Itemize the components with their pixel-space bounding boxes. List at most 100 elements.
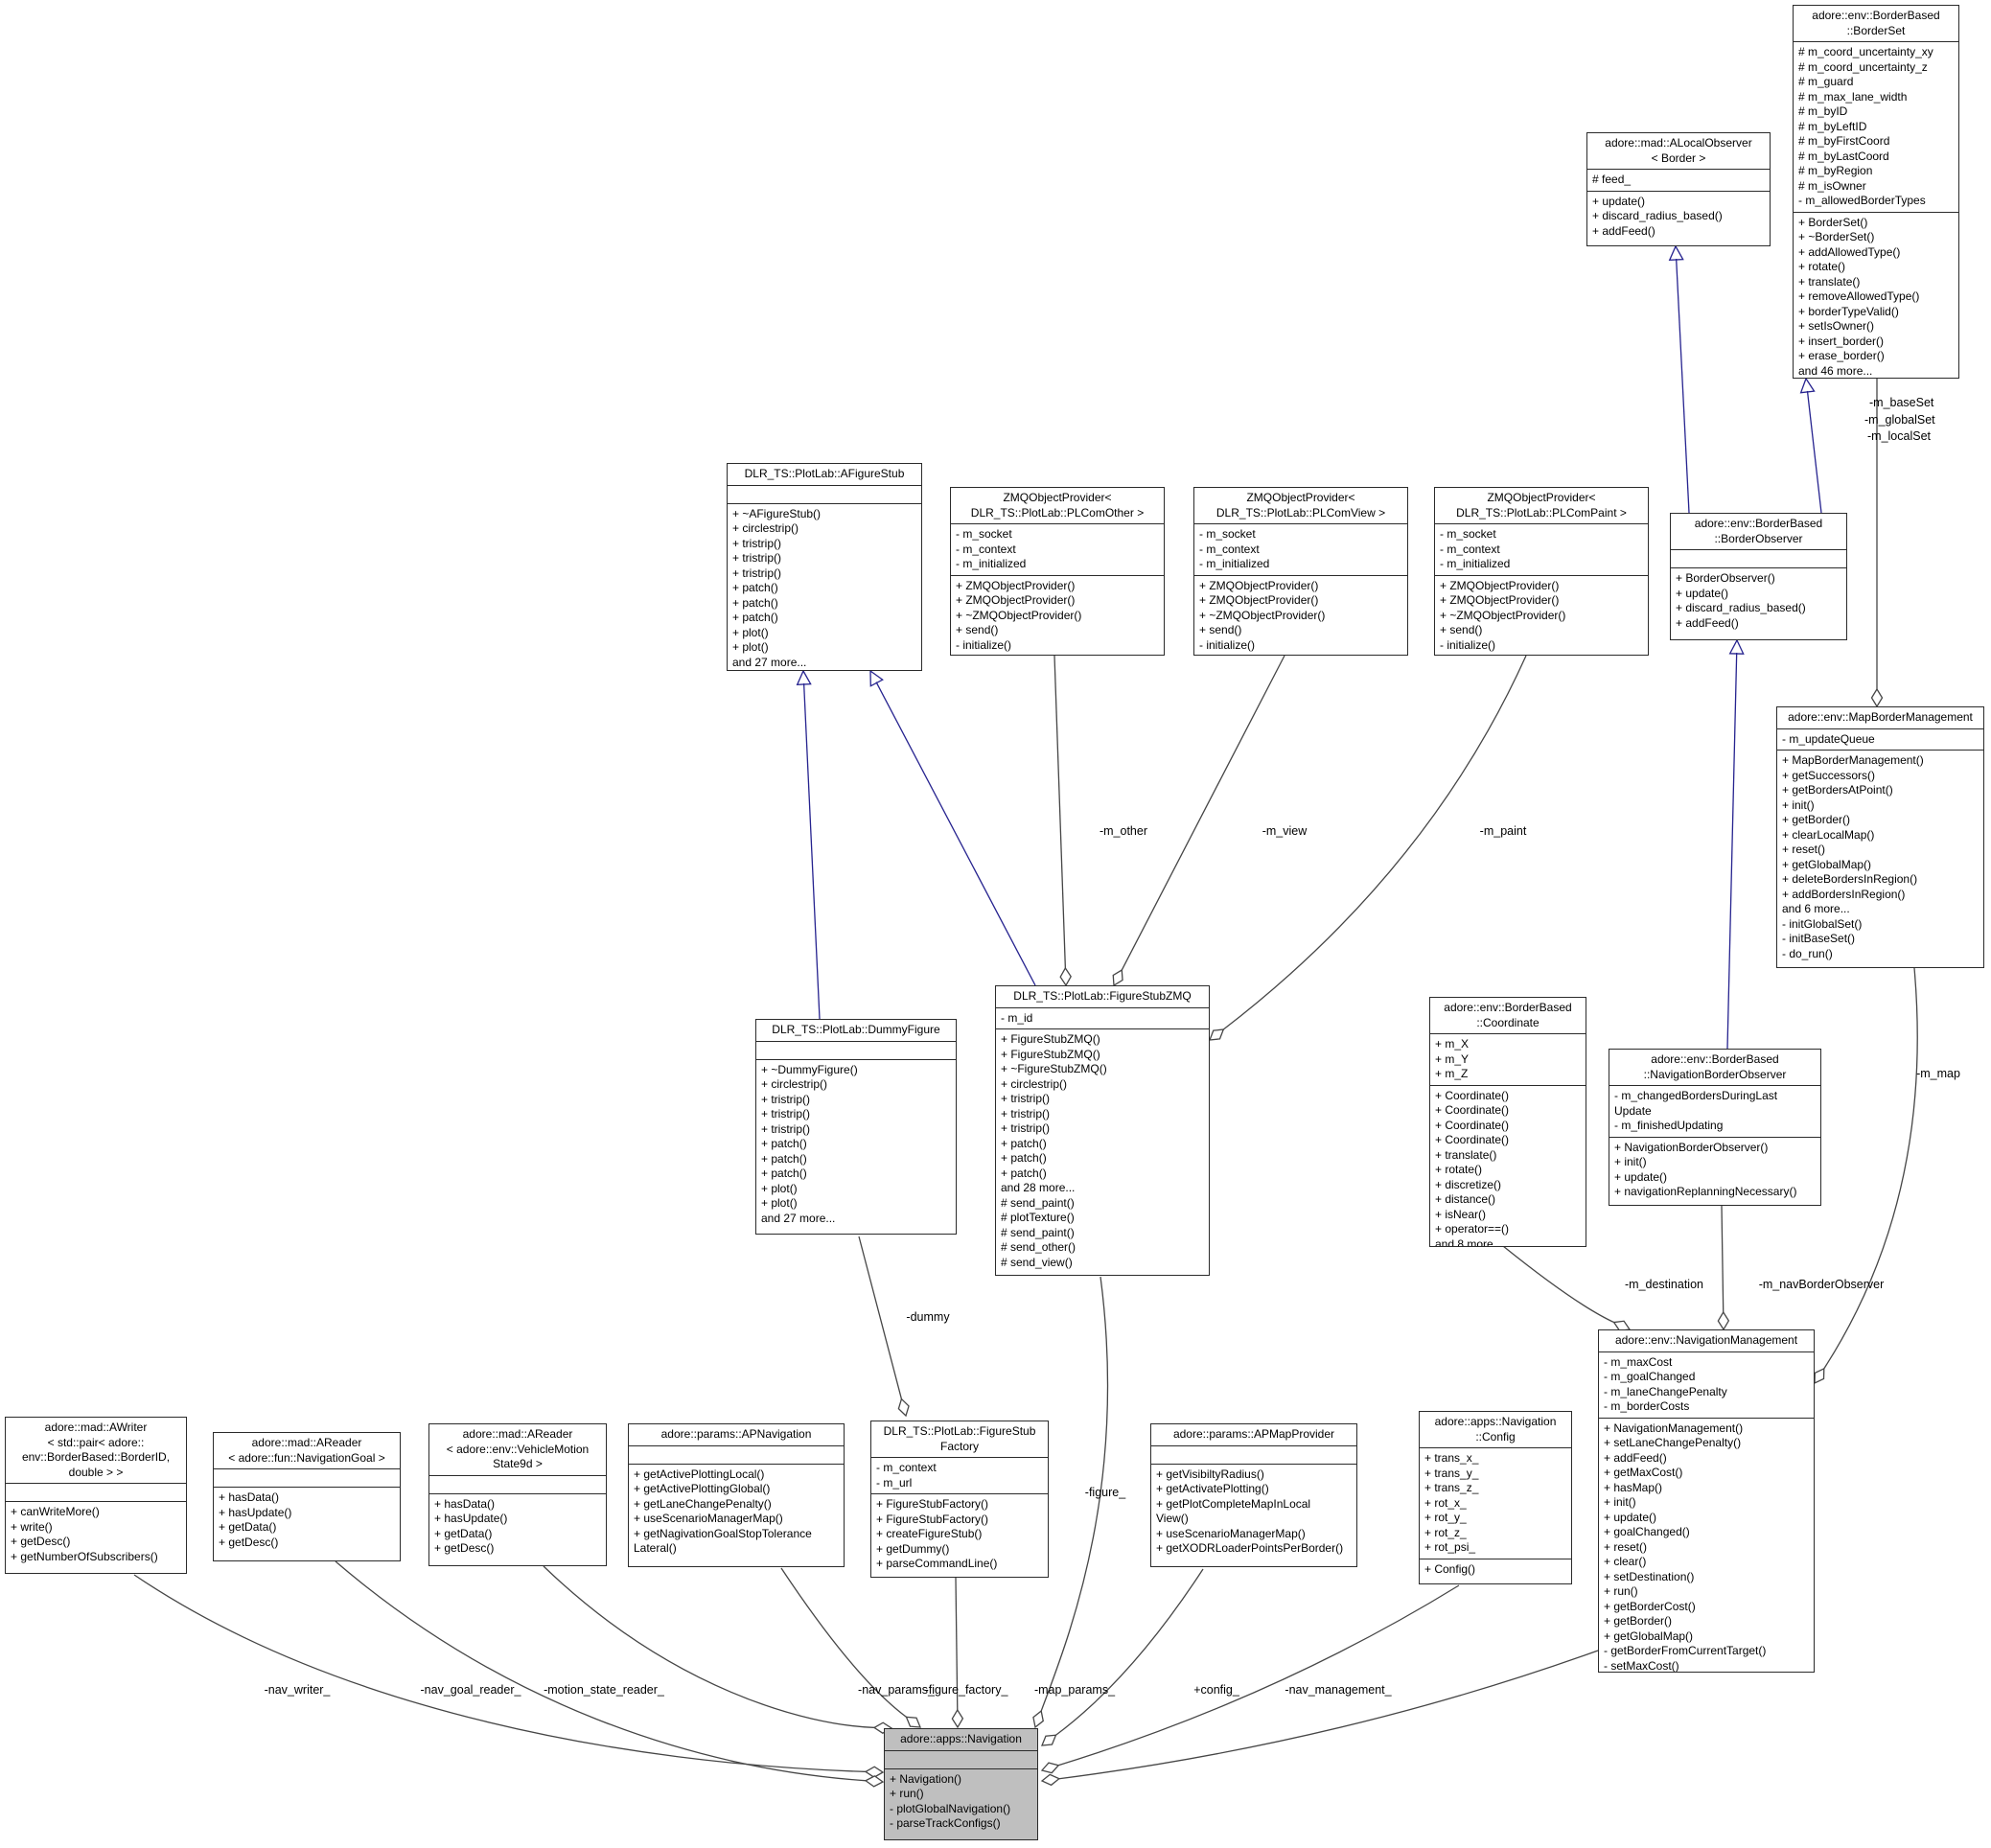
class-box-ap-map-provider[interactable]: adore::params::APMapProvider+ getVisibil… <box>1150 1423 1357 1567</box>
navigation-management-methods-line: + getGlobalMap() <box>1604 1629 1694 1643</box>
class-box-coordinate[interactable]: adore::env::BorderBased::Coordinate+ m_X… <box>1429 997 1586 1247</box>
edge-figure-factory <box>955 1577 959 1712</box>
map-border-management-methods-line: + MapBorderManagement() <box>1782 753 1924 767</box>
class-box-map-border-management[interactable]: adore::env::MapBorderManagement- m_updat… <box>1776 706 1984 968</box>
class-box-border-set[interactable]: adore::env::BorderBased::BorderSet# m_co… <box>1793 5 1959 379</box>
border-set-attributes-line: # m_byID <box>1798 104 1848 118</box>
zmq-paint-methods-line: + ZMQObjectProvider() <box>1440 593 1560 607</box>
a-writer-attributes <box>6 1484 186 1502</box>
border-set-attributes-line: - m_allowedBorderTypes <box>1798 194 1926 207</box>
map-border-management-methods-line: + clearLocalMap() <box>1782 827 1875 842</box>
a-figure-stub-methods-line: + patch() <box>732 611 778 624</box>
navigation-border-observer-title-line: adore::env::BorderBased <box>1651 1052 1779 1066</box>
aggregation-diamond <box>897 1398 910 1418</box>
class-box-figure-stub-zmq[interactable]: DLR_TS::PlotLab::FigureStubZMQ- m_id+ Fi… <box>995 985 1210 1276</box>
border-set-methods-line: + BorderSet() <box>1798 215 1868 229</box>
navigation-config-methods: + Config() <box>1420 1559 1571 1581</box>
border-observer-title-line: adore::env::BorderBased <box>1694 517 1823 530</box>
figure-stub-zmq-methods-line: # send_view() <box>1001 1255 1073 1269</box>
edge-label-nav-params: -nav_params_ <box>858 1683 936 1697</box>
a-writer-title-line: < std::pair< adore:: <box>47 1435 145 1449</box>
ap-map-provider-methods-line: + getPlotCompleteMapInLocal <box>1156 1496 1311 1511</box>
zmq-other-attributes-line: - m_socket <box>956 527 1012 541</box>
a-local-observer-title-line: < Border > <box>1651 150 1706 165</box>
navigation-methods-line: - parseTrackConfigs() <box>890 1816 1001 1830</box>
class-box-dummy-figure[interactable]: DLR_TS::PlotLab::DummyFigure+ ~DummyFigu… <box>755 1019 957 1235</box>
dummy-figure-methods-line: and 27 more... <box>761 1211 836 1225</box>
class-box-navigation-border-observer[interactable]: adore::env::BorderBased::NavigationBorde… <box>1609 1049 1821 1206</box>
figure-stub-zmq-methods-line: # plotTexture() <box>1001 1211 1075 1224</box>
coordinate-methods-line: and 8 more... <box>1435 1236 1503 1247</box>
border-set-methods-line: + rotate() <box>1798 260 1846 273</box>
dummy-figure-methods-line: + tristrip() <box>761 1121 810 1136</box>
class-box-ap-navigation[interactable]: adore::params::APNavigation+ getActivePl… <box>628 1423 845 1567</box>
class-box-navigation-management[interactable]: adore::env::NavigationManagement- m_maxC… <box>1598 1329 1815 1673</box>
a-figure-stub-attributes <box>728 486 921 504</box>
a-figure-stub-methods-line: and 27 more... <box>732 655 807 669</box>
navigation-management-methods-line: + getBorder() <box>1604 1614 1673 1628</box>
coordinate-title-line: ::Coordinate <box>1476 1015 1540 1029</box>
ap-map-provider-methods-line: + getActivatePlotting() <box>1156 1482 1269 1495</box>
navigation-border-observer-methods-line: + init() <box>1614 1155 1647 1168</box>
figure-stub-zmq-methods-line: # send_paint() <box>1001 1225 1075 1239</box>
zmq-paint-methods-line: + ~ZMQObjectProvider() <box>1440 608 1566 622</box>
a-reader-vehicle-motion-state-title-line: < adore::env::VehicleMotion <box>446 1442 590 1456</box>
a-reader-vehicle-motion-state-methods-line: + getData() <box>434 1526 493 1540</box>
dummy-figure-methods-line: + tristrip() <box>761 1092 810 1106</box>
border-set-methods-line: and 46 more... <box>1798 363 1873 378</box>
a-figure-stub-methods-line: + patch() <box>732 581 778 594</box>
navigation-management-methods-line: - getBorderFromCurrentTarget() <box>1604 1644 1767 1657</box>
inheritance-arrowhead <box>1799 377 1816 394</box>
dummy-figure-methods-line: + tristrip() <box>761 1107 810 1120</box>
zmq-other-methods: + ZMQObjectProvider()+ ZMQObjectProvider… <box>951 576 1164 656</box>
zmq-view-attributes-line: - m_initialized <box>1199 557 1270 570</box>
navigation-management-methods-line: + NavigationManagement() <box>1604 1421 1744 1435</box>
a-local-observer-attributes: # feed_ <box>1587 170 1770 192</box>
class-box-navigation-config[interactable]: adore::apps::Navigation::Config+ trans_x… <box>1419 1411 1572 1584</box>
zmq-view-attributes: - m_socket- m_context- m_initialized <box>1194 524 1407 576</box>
class-box-a-reader-vehicle-motion-state[interactable]: adore::mad::AReader< adore::env::Vehicle… <box>428 1423 607 1566</box>
figure-stub-zmq-attributes: - m_id <box>996 1008 1209 1029</box>
dummy-figure-methods-line: + plot() <box>761 1181 798 1195</box>
class-box-navigation[interactable]: adore::apps::Navigation+ Navigation()+ r… <box>884 1728 1038 1840</box>
map-border-management-methods-line: + reset() <box>1782 843 1826 856</box>
border-set-methods-line: + borderTypeValid() <box>1798 304 1899 318</box>
class-box-a-figure-stub[interactable]: DLR_TS::PlotLab::AFigureStub+ ~AFigureSt… <box>727 463 922 671</box>
class-box-zmq-paint[interactable]: ZMQObjectProvider< DLR_TS::PlotLab::PLCo… <box>1434 487 1649 656</box>
edge-dummyfigure-inherits-afigurestub <box>802 682 821 1020</box>
aggregation-diamond <box>1112 968 1123 987</box>
figure-stub-zmq-methods-line: + tristrip() <box>1001 1106 1050 1120</box>
border-set-attributes-line: # m_byLastCoord <box>1798 149 1889 163</box>
navigation-management-methods: + NavigationManagement()+ setLaneChangeP… <box>1599 1419 1814 1673</box>
dummy-figure-methods-line: + patch() <box>761 1167 807 1180</box>
edge-label-m-other: -m_other <box>1100 824 1147 838</box>
class-box-a-writer[interactable]: adore::mad::AWriter< std::pair< adore::e… <box>5 1417 187 1574</box>
navigation-management-methods-line: + getMaxCost() <box>1604 1466 1683 1479</box>
class-box-a-local-observer[interactable]: adore::mad::ALocalObserver< Border ># fe… <box>1586 132 1771 246</box>
edge-nav-management <box>1057 1650 1599 1780</box>
class-box-zmq-view[interactable]: ZMQObjectProvider< DLR_TS::PlotLab::PLCo… <box>1193 487 1408 656</box>
class-box-a-reader-navigation-goal[interactable]: adore::mad::AReader< adore::fun::Navigat… <box>213 1432 401 1561</box>
a-reader-navigation-goal-methods-line: + hasData() <box>219 1490 280 1504</box>
navigation-management-methods-line: + addFeed() <box>1604 1450 1667 1465</box>
figure-stub-factory-methods-line: + parseCommandLine() <box>876 1557 998 1570</box>
border-set-methods-line: + removeAllowedType() <box>1798 289 1920 303</box>
coordinate-methods: + Coordinate()+ Coordinate()+ Coordinate… <box>1430 1086 1586 1247</box>
a-writer-methods-line: + write() <box>11 1519 53 1534</box>
a-reader-vehicle-motion-state-title-line: adore::mad::AReader <box>462 1427 573 1441</box>
zmq-other-methods-line: + send() <box>956 623 999 636</box>
border-set-attributes-line: # m_coord_uncertainty_xy <box>1798 45 1933 58</box>
navigation-management-methods-line: + reset() <box>1604 1539 1648 1554</box>
aggregation-diamond <box>1717 1310 1730 1331</box>
coordinate-methods-line: + Coordinate() <box>1435 1118 1510 1132</box>
coordinate-methods-line: + rotate() <box>1435 1163 1483 1176</box>
class-box-zmq-other[interactable]: ZMQObjectProvider< DLR_TS::PlotLab::PLCo… <box>950 487 1165 656</box>
navigation-management-attributes-line: - m_goalChanged <box>1604 1370 1696 1383</box>
a-figure-stub-methods-line: + plot() <box>732 640 769 654</box>
zmq-other-attributes-line: - m_context <box>956 542 1016 556</box>
class-box-border-observer[interactable]: adore::env::BorderBased::BorderObserver+… <box>1670 513 1847 640</box>
dummy-figure-methods-line: + circlestrip() <box>761 1077 828 1091</box>
a-figure-stub-methods-line: + tristrip() <box>732 551 781 565</box>
coordinate-title-line: adore::env::BorderBased <box>1444 1001 1572 1014</box>
